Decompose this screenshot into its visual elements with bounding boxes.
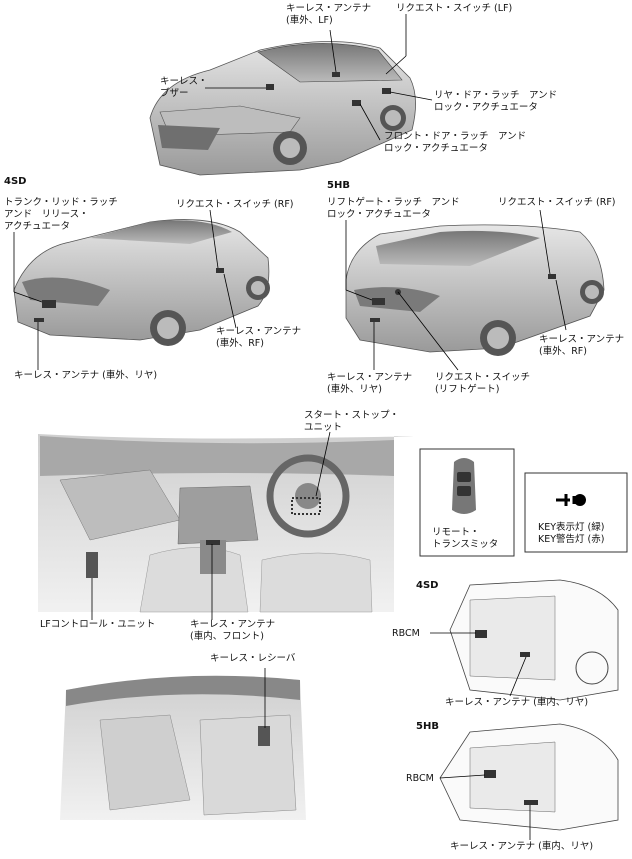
label-antenna-ext-rf-sd: キーレス・アンテナ (車外、RF)	[216, 326, 301, 350]
section-4sd-trunk: 4SD	[416, 580, 438, 591]
label-liftgate-latch: リフトゲート・ラッチ アンド ロック・アクチュエータ	[327, 197, 460, 221]
label-antenna-ext-rear-sd: キーレス・アンテナ (車外、リヤ)	[14, 370, 157, 382]
receiver-interior-illustration	[60, 676, 306, 820]
label-request-switch-rf-sd: リクエスト・スイッチ (RF)	[176, 199, 294, 211]
label-request-switch-liftgate: リクエスト・スイッチ (リフトゲート)	[435, 372, 530, 396]
label-antenna-ext-rf-hb: キーレス・アンテナ (車外、RF)	[539, 334, 624, 358]
label-keyless-buzzer: キーレス・ ブザー	[160, 76, 208, 100]
car-front-illustration	[150, 41, 416, 175]
section-4sd-top: 4SD	[4, 176, 26, 187]
label-antenna-ext-rear-hb: キーレス・アンテナ (車外、リヤ)	[327, 372, 412, 396]
label-rbcm-hb: RBCM	[406, 773, 434, 785]
label-key-indicator: KEY表示灯 (緑) KEY警告灯 (赤)	[538, 522, 604, 546]
label-start-stop-unit: スタート・ストップ・ ユニット	[304, 410, 399, 434]
sedan-trunk-illustration	[450, 580, 618, 700]
dashboard-illustration	[38, 434, 413, 612]
label-trunk-lid-latch: トランク・リッド・ラッチ アンド リリース・ アクチュエータ	[4, 197, 118, 233]
label-front-door-latch: フロント・ドア・ラッチ アンド ロック・アクチュエータ	[384, 131, 526, 155]
label-antenna-int-rear-hb: キーレス・アンテナ (車内、リヤ)	[450, 841, 593, 853]
label-rear-door-latch: リヤ・ドア・ラッチ アンド ロック・アクチュエータ	[434, 90, 557, 114]
label-rbcm-sd: RBCM	[392, 628, 420, 640]
label-antenna-ext-lf: キーレス・アンテナ (車外、LF)	[286, 3, 371, 27]
section-5hb-trunk: 5HB	[416, 721, 439, 732]
label-antenna-int-rear-sd: キーレス・アンテナ (車内、リヤ)	[445, 697, 588, 709]
label-remote-transmitter: リモート・ トランスミッタ	[432, 527, 498, 551]
label-request-switch-rf-hb: リクエスト・スイッチ (RF)	[498, 197, 616, 209]
section-5hb-top: 5HB	[327, 180, 350, 191]
label-request-switch-lf: リクエスト・スイッチ (LF)	[396, 3, 512, 15]
label-lf-control-unit: LFコントロール・ユニット	[40, 619, 155, 631]
label-antenna-int-front: キーレス・アンテナ (車内、フロント)	[190, 619, 275, 643]
hatchback-trunk-illustration	[440, 724, 618, 830]
label-keyless-receiver: キーレス・レシーバ	[210, 653, 295, 665]
antenna-lf-marker	[332, 72, 340, 77]
